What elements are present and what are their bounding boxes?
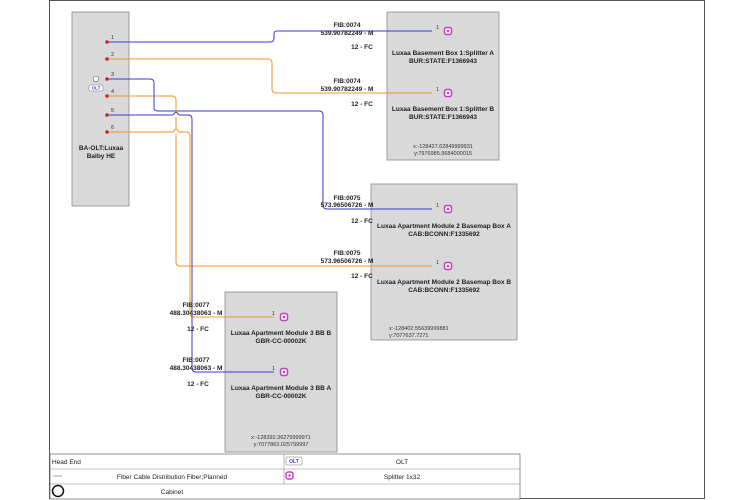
box-code: BUR:STATE:F1366943 — [409, 58, 477, 65]
cable-fc-label: 12 - FC — [187, 326, 209, 333]
cable-fc-label: 12 - FC — [351, 273, 373, 280]
cable-port-2[interactable] — [107, 58, 432, 94]
cable-port-5[interactable] — [107, 114, 274, 373]
olt-badge-text: OLT — [92, 86, 101, 91]
head-end-port-dot[interactable] — [105, 130, 109, 134]
box-code: BUR:STATE:F1366943 — [409, 114, 477, 121]
cable-port-4[interactable] — [107, 95, 432, 267]
cable-length-label: 573.96506726 - M — [321, 258, 374, 265]
olt-icon — [88, 84, 104, 92]
cable-fc-label: 12 - FC — [351, 101, 373, 108]
box-code: GBR-CC-00002K — [256, 338, 307, 345]
cable-length-label: 539.90782249 - M — [321, 30, 374, 37]
splitter-icon[interactable] — [443, 261, 453, 271]
splitter-icon[interactable] — [279, 312, 289, 322]
cable-fib-label: FIB:0074 — [333, 22, 360, 29]
splitter-icon[interactable] — [279, 367, 289, 377]
head-end-port-dot[interactable] — [105, 40, 109, 44]
olt-status-icon — [92, 75, 100, 83]
head-end-port-number: 3 — [111, 72, 114, 78]
splitter-port-number: 1 — [272, 311, 275, 317]
splitter-port-number: 1 — [272, 366, 275, 372]
basement-box-1[interactable] — [386, 11, 500, 161]
cable-port-6[interactable] — [107, 131, 274, 318]
olt-icon — [285, 456, 303, 466]
legend-olt-label: OLT — [396, 459, 408, 466]
legend-fiber-label: Fiber Cable Distribution Fiber;Planned — [117, 474, 228, 481]
cable-fc-label: 12 - FC — [187, 381, 209, 388]
head-end-port-number: 6 — [111, 125, 114, 131]
box-title: Luxaa Basement Box 1:Splitter A — [392, 50, 494, 57]
head-end-name-line-2: Balby HE — [87, 153, 116, 160]
box-title: Luxaa Basement Box 1:Splitter B — [392, 106, 495, 113]
legend-cabinet-label: Cabinet — [161, 489, 184, 496]
legend-head-end-label: Head End — [52, 459, 81, 466]
box-title: Luxaa Apartment Module 2 Basemap Box A — [377, 223, 511, 230]
box-coord-x: x:-128402.55639999881 — [389, 326, 449, 332]
head-end-port-dot[interactable] — [105, 57, 109, 61]
splitter-icon[interactable] — [443, 88, 453, 98]
head-end-port-dot[interactable] — [105, 77, 109, 81]
splitter-port-number: 1 — [436, 260, 439, 266]
cable-length-label: 573.96506726 - M — [321, 202, 374, 209]
cable-fib-label: FIB:0077 — [182, 302, 209, 309]
box-coord-x: x:-128427.62849999931 — [413, 144, 473, 150]
head-end-port-dot[interactable] — [105, 94, 109, 98]
box-code: CAB:BCONN:F1335692 — [408, 231, 480, 238]
box-coord-y: y:7976985.9684000015 — [414, 151, 472, 157]
splitter-icon[interactable] — [443, 204, 453, 214]
cable-length-label: 539.90782249 - M — [321, 86, 374, 93]
box-coord-y: y:7077863.025799997 — [254, 442, 309, 448]
legend: Head End Fiber Cable Distribution Fiber;… — [49, 453, 521, 500]
box-title: Luxaa Apartment Module 3 BB A — [231, 385, 332, 392]
head-end-box[interactable] — [71, 11, 130, 207]
box-code: GBR-CC-00002K — [256, 393, 307, 400]
box-title: Luxaa Apartment Module 2 Basemap Box B — [377, 279, 511, 286]
cable-fc-label: 12 - FC — [351, 44, 373, 51]
splitter-port-number: 1 — [436, 25, 439, 31]
cable-length-label: 488.30438063 - M — [170, 310, 223, 317]
cable-fc-label: 12 - FC — [351, 218, 373, 225]
cable-fib-label: FIB:0075 — [333, 250, 360, 257]
cable-length-label: 488.30438063 - M — [170, 365, 223, 372]
cable-fib-label: FIB:0074 — [333, 78, 360, 85]
splitter-port-number: 1 — [436, 203, 439, 209]
box-title: Luxaa Apartment Module 3 BB B — [231, 330, 332, 337]
splitter-icon — [285, 471, 294, 480]
cable-port-1[interactable] — [107, 30, 432, 43]
splitter-icon[interactable] — [443, 26, 453, 36]
cable-port-3[interactable] — [107, 78, 432, 210]
legend-splitter-label: Splitter 1x32 — [384, 474, 421, 481]
legend-olt-badge: OLT — [289, 459, 299, 465]
cable-fib-label: FIB:0077 — [182, 357, 209, 364]
head-end-port-number: 4 — [111, 89, 114, 95]
box-coord-y: y:7077637.7271 — [389, 333, 428, 339]
head-end-name-line-1: BA-OLT:Luxaa — [79, 145, 124, 152]
head-end-port-dot[interactable] — [105, 113, 109, 117]
head-end-port-number: 1 — [111, 35, 114, 41]
cabinet-circle-icon — [51, 484, 65, 498]
box-code: CAB:BCONN:F1335692 — [408, 287, 480, 294]
head-end-port-number: 5 — [111, 108, 114, 114]
head-end-port-number: 2 — [111, 52, 114, 58]
box-coord-x: x:-128392.36279999971 — [251, 435, 311, 441]
splitter-port-number: 1 — [436, 87, 439, 93]
cable-fib-label: FIB:0075 — [333, 195, 360, 202]
